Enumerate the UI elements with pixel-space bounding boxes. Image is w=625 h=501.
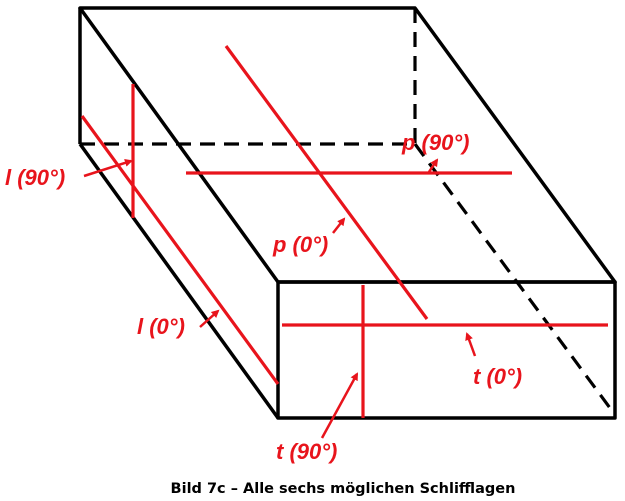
cut-lines (80, 45, 608, 418)
arrow-l90 (83, 159, 133, 178)
box-front-face (276, 280, 617, 420)
label-arrows (83, 158, 477, 439)
label-l0: l (0°) (137, 314, 185, 339)
label-l90: l (90°) (5, 165, 65, 190)
arrow-t0 (465, 332, 477, 357)
arrow-l0 (199, 309, 220, 328)
arrow-p90 (427, 158, 439, 173)
hidden-edges (80, 8, 612, 409)
arrow-t90 (320, 372, 359, 439)
label-p0: p (0°) (272, 232, 328, 257)
box-outline (78, 6, 617, 420)
arrow-p0 (332, 217, 346, 234)
cut-labels: l (90°) l (0°) p (90°) p (0°) t (0°) t (… (5, 130, 522, 464)
hidden-edge-bottom-diagonal (413, 143, 612, 409)
label-t90: t (90°) (276, 439, 337, 464)
cut-line-p0 (224, 45, 429, 320)
figure-caption: Bild 7c – Alle sechs möglichen Schliffla… (171, 481, 516, 497)
label-t0: t (0°) (473, 364, 522, 389)
label-p90: p (90°) (401, 130, 469, 155)
cut-line-l0 (80, 115, 280, 385)
box-left-bottom-edge (78, 142, 280, 420)
